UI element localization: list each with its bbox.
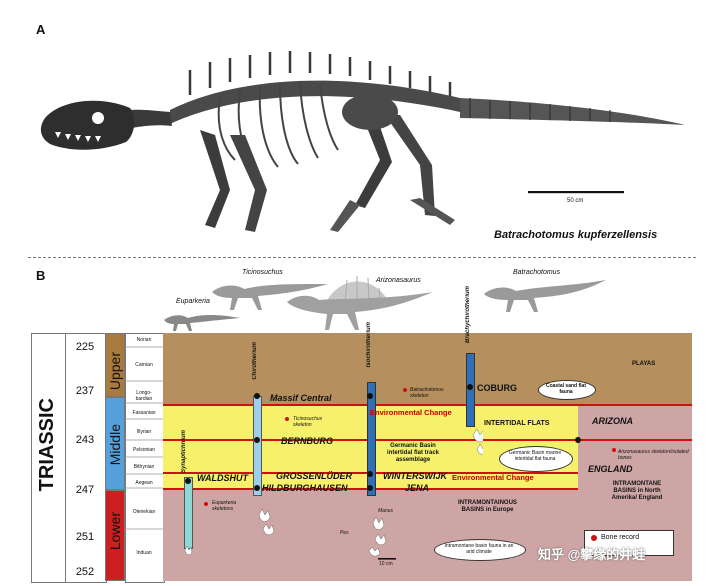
locality-bernburg: BERNBURG — [281, 436, 334, 446]
legend-box — [584, 530, 674, 556]
scale-bar-b — [378, 558, 396, 560]
ticinosuchus-skeleton-icon — [212, 284, 328, 310]
scale-label-b: 10 cm — [379, 561, 393, 567]
locality-england: ENGLAND — [588, 464, 633, 474]
batrachotomus-skeleton-note: Batrachotomus skeleton — [410, 387, 444, 399]
intramont-fauna-ellipse — [434, 539, 526, 561]
locality-grossenlueder: GROSSENLÜDER — [276, 471, 353, 481]
age-237: 237 — [75, 385, 95, 397]
stage-induan: Induan — [136, 550, 152, 556]
epoch-lower — [105, 490, 125, 581]
locality-dots — [185, 384, 616, 506]
batrachotomus-skeleton-photo — [40, 51, 685, 232]
legend-bone-dot — [591, 535, 597, 541]
stage-fassanian: Fassanian — [132, 410, 156, 416]
brachychirotherium-range-bar — [466, 353, 475, 427]
age-243: 243 — [75, 434, 95, 446]
playas-label: PLAYAS — [632, 361, 656, 367]
euparkeria-skeleton-icon — [164, 315, 240, 331]
watermark: 知乎 @攀缘的井蛙 — [538, 547, 646, 562]
stage-olenekian: Olenekian — [132, 509, 156, 515]
panel-divider — [28, 257, 696, 258]
age-251: 251 — [75, 531, 95, 543]
intertidal-label: INTERTIDAL FLATS — [484, 420, 550, 427]
stage-norian: Norian — [136, 337, 152, 343]
era-column — [31, 333, 67, 583]
locality-hildburghausen: HILDBURGHAUSEN — [262, 483, 348, 493]
age-247: 247 — [75, 484, 95, 496]
footprint-icons — [184, 428, 483, 557]
species-name: Batrachotomus kupferzellensis — [494, 229, 658, 241]
panel-b-label: B — [36, 268, 46, 283]
locality-jena: JENA — [405, 483, 430, 493]
germanic-track-label: Germanic Basin intertidal flat track ass… — [386, 443, 439, 463]
age-252: 252 — [75, 566, 95, 578]
era-label: TRIASSIC — [36, 398, 58, 492]
taxon-arizonasaurus: Arizonasaurus — [376, 277, 421, 284]
intramont-na-label: INTRAMONTANE BASINS in North Amerika/ En… — [611, 481, 663, 501]
stage-illyrian: Illyrian — [136, 429, 152, 435]
manus-label: Manus — [378, 508, 394, 514]
stage-dividers — [125, 346, 163, 530]
ticinosuchus-skeleton-note: Ticinosuchus skeleton — [293, 416, 323, 428]
legend-bone-label: Bone record — [601, 534, 640, 541]
panel-a-label: A — [36, 22, 46, 37]
stage-longobardian: Longo-bardian — [135, 390, 153, 402]
locality-waldshut: WALDSHUT — [197, 473, 248, 483]
locality-arizona: ARIZONA — [592, 416, 633, 426]
locality-coburg: COBURG — [477, 383, 517, 393]
intramont-fauna-label: Intramontane basin fauna in an arid clim… — [444, 543, 514, 555]
epoch-middle — [105, 397, 125, 490]
isochirotherium-range-bar — [367, 382, 376, 496]
coastal-label: Coastal sand flat fauna — [545, 383, 586, 395]
stage-bithynian: Bithynian — [133, 464, 155, 470]
arizonasaurus-skeleton-note: Arizonasaurus skeleton/isolated bones — [618, 449, 689, 461]
env-change-1: Environmental Change — [370, 408, 452, 417]
env-change-2: Environmental Change — [452, 473, 534, 482]
stage-pelsonian: Pelsonian — [133, 447, 155, 453]
taxon-ticinosuchus: Ticinosuchus — [242, 269, 283, 276]
locality-winterswijk: WINTERSWIJK — [383, 471, 447, 481]
stage-carnian: Carnian — [135, 362, 153, 368]
scale-label-a: 50 cm — [567, 198, 584, 204]
epoch-middle-label: Middle — [107, 424, 123, 466]
locality-massif-central: Massif Central — [270, 393, 332, 403]
epoch-lower-label: Lower — [107, 512, 123, 551]
germanic-marine-label: Germanic Basin marine intertidal flat fa… — [508, 450, 562, 462]
taxon-batrachotomus: Batrachotomus — [513, 269, 561, 276]
coastal-ellipse — [538, 380, 596, 400]
intramont-eu-label: INTRAMONTAINOUS BASINS in Europe — [458, 500, 517, 513]
taxon-euparkeria: Euparkeria — [176, 298, 210, 305]
age-column — [65, 333, 107, 583]
age-225: 225 — [75, 341, 95, 353]
scale-bar-a — [528, 191, 624, 194]
arizonasaurus-skeleton-icon — [287, 276, 433, 330]
playas-zone — [163, 333, 692, 405]
pes-label: Pes — [340, 530, 349, 536]
epoch-upper — [105, 333, 125, 397]
germanic-marine-ellipse — [499, 446, 573, 472]
stage-column — [125, 333, 165, 583]
stage-aegean: Aegean — [135, 480, 153, 486]
euparkeria-skeleton-note: Euparkeria skeletons — [212, 500, 237, 512]
epoch-upper-label: Upper — [107, 352, 123, 391]
batrachotomus-skeleton-icon — [484, 280, 606, 312]
